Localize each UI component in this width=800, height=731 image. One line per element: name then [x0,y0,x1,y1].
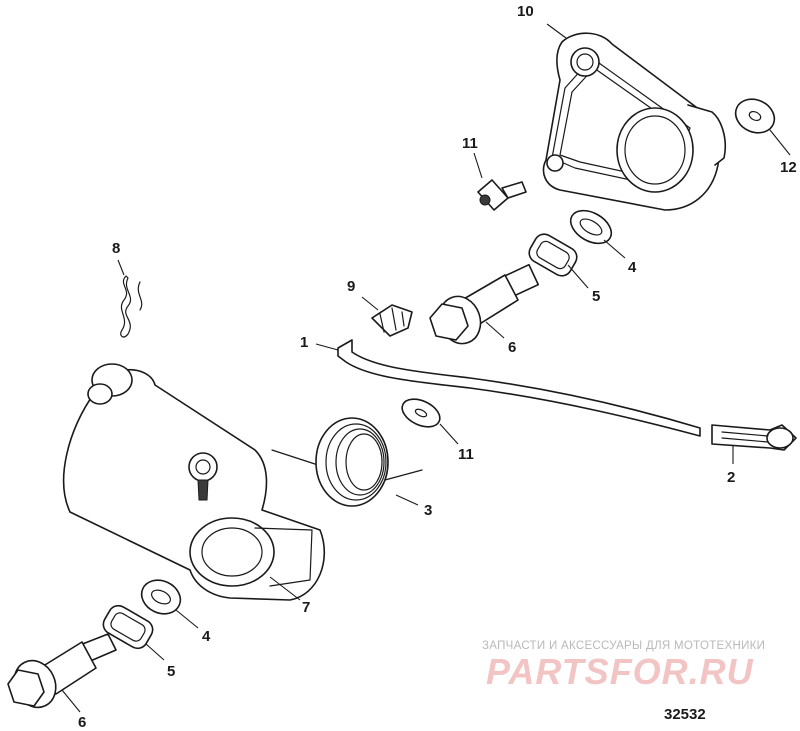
part-11-washer-lower [401,398,441,428]
leader-lines [61,23,791,713]
part-6-bolt-lower [7,633,117,709]
part-9-fitting [371,304,413,337]
figure-number: 32532 [664,706,706,723]
callout-5-lower: 5 [167,663,175,680]
part-12-washer [734,98,776,134]
part-5-bushing-lower [102,604,154,650]
part-10-upper-arm [542,32,727,211]
callout-8: 8 [112,240,120,257]
part-7-lower-arm [62,363,325,601]
part-11-screw-upper [477,179,527,211]
part-1-rod [337,339,701,437]
callout-7: 7 [302,599,310,616]
part-4-washer-upper [569,209,613,245]
part-3-spring [271,417,423,507]
watermark: ЗАПЧАСТИ И АКСЕССУАРЫ ДЛЯ МОТОТЕХНИКИ PA… [482,640,765,692]
part-4-washer-lower [140,579,182,615]
callouts: 10 12 11 4 5 6 9 1 2 11 3 8 7 4 5 6 [78,3,797,731]
part-8-clip [120,275,143,338]
callout-5-upper: 5 [592,288,600,305]
callout-6-lower: 6 [78,714,86,731]
callout-11-upper: 11 [462,135,478,152]
callout-9: 9 [347,278,355,295]
callout-4-upper: 4 [628,259,637,276]
callout-10: 10 [517,3,534,20]
watermark-logo: PARTSFOR.RU [486,651,754,692]
callout-4-lower: 4 [202,628,211,645]
callout-12: 12 [780,159,797,176]
callout-11-lower: 11 [458,446,474,463]
part-5-bushing-upper [528,233,578,277]
callout-2: 2 [727,469,735,486]
callout-1: 1 [300,334,308,351]
watermark-tagline: ЗАПЧАСТИ И АКСЕССУАРЫ ДЛЯ МОТОТЕХНИКИ [482,640,765,652]
part-6-bolt-upper [429,263,540,345]
callout-3: 3 [424,502,432,519]
part-2-rod-end [711,424,797,451]
callout-6-upper: 6 [508,339,516,356]
